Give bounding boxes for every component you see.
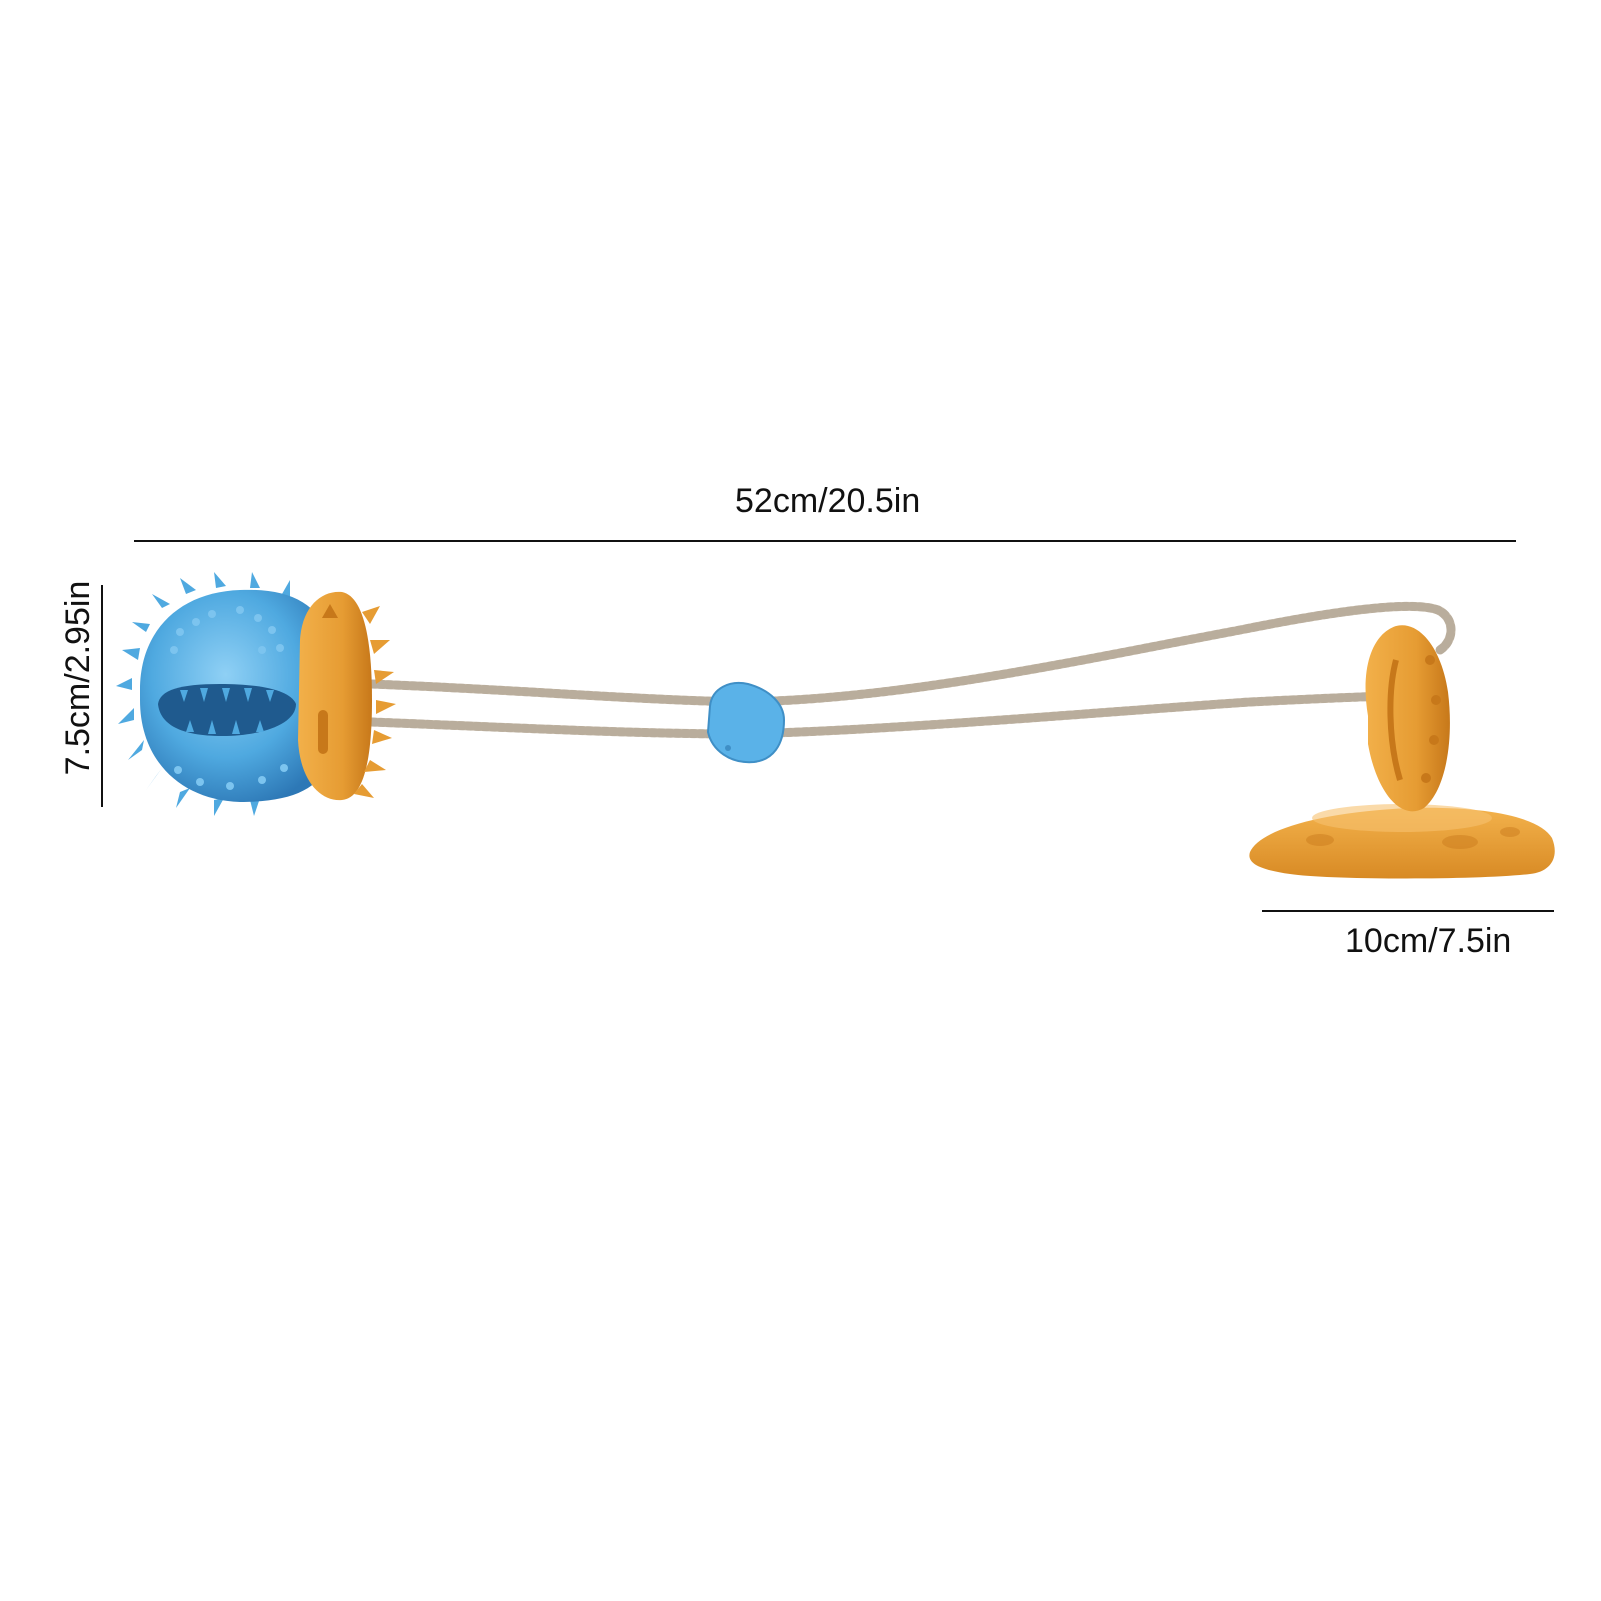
rope-slider bbox=[706, 682, 786, 764]
length-label: 52cm/20.5in bbox=[735, 482, 921, 520]
height-dimension-line bbox=[101, 585, 103, 807]
height-label: 7.5cm/2.95in bbox=[59, 580, 97, 776]
length-dimension-line bbox=[134, 540, 1516, 542]
base-dimension-line bbox=[1262, 910, 1554, 912]
base-label: 10cm/7.5in bbox=[1345, 922, 1512, 960]
suction-cup bbox=[1249, 625, 1555, 879]
chew-ball bbox=[116, 572, 330, 816]
ball-rim bbox=[298, 591, 396, 801]
